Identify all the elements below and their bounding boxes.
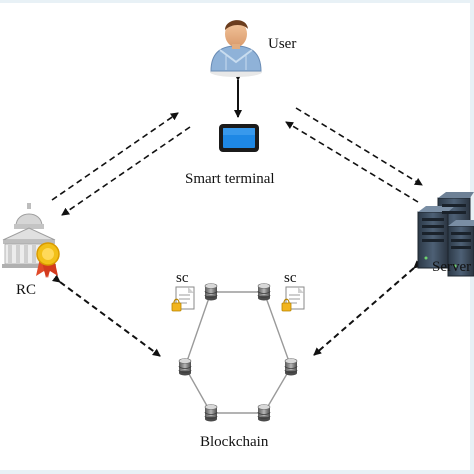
bottom-border xyxy=(0,470,474,474)
top-border xyxy=(0,0,474,3)
certificate-badge-icon xyxy=(36,242,60,278)
tablet-icon xyxy=(219,124,259,152)
smart-contract-document-icon xyxy=(171,286,195,312)
database-icon xyxy=(257,404,271,422)
arrow-server-blockchain xyxy=(313,260,422,356)
blockchain-label: Blockchain xyxy=(200,434,269,450)
server-label: Server xyxy=(432,259,471,275)
arrow-user-to-rc xyxy=(61,126,191,216)
database-icon xyxy=(204,283,218,301)
database-icon xyxy=(178,358,192,376)
arrow-rc-to-user xyxy=(51,112,179,201)
sc-left-label: sc xyxy=(176,270,189,286)
user-icon xyxy=(210,20,262,77)
arrow-user-to-server xyxy=(295,107,423,186)
arrows xyxy=(51,73,423,357)
arrow-server-to-user xyxy=(285,121,419,203)
smart-contract-document-icon xyxy=(281,286,305,312)
blockchain-nodes xyxy=(178,283,298,422)
arrow-rc-blockchain xyxy=(51,274,161,357)
user-label: User xyxy=(268,36,296,52)
government-building-icon xyxy=(2,203,56,268)
database-icon xyxy=(284,358,298,376)
server-rack-icon xyxy=(417,192,474,277)
sc-right-label: sc xyxy=(284,270,297,286)
blockchain-ring xyxy=(184,291,292,414)
rc-label: RC xyxy=(16,282,36,298)
database-icon xyxy=(204,404,218,422)
smart-terminal-label: Smart terminal xyxy=(185,171,275,187)
database-icon xyxy=(257,283,271,301)
blockchain-network xyxy=(184,291,292,414)
